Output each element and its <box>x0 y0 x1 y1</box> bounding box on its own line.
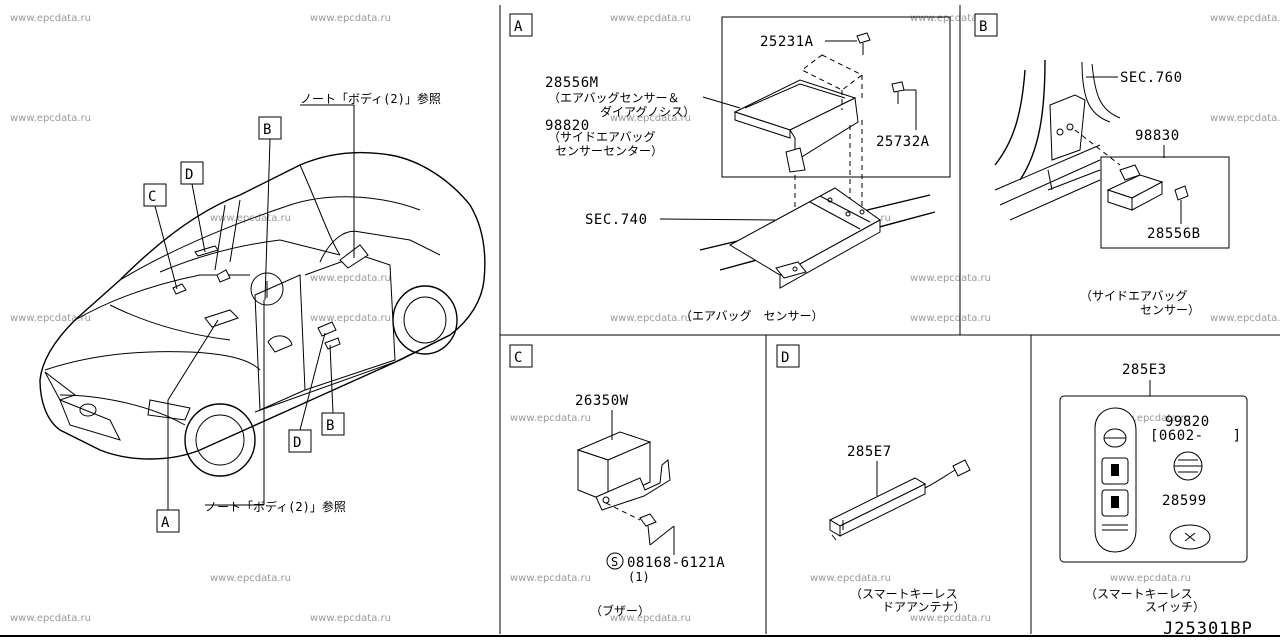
part-08168-6121a-qty: (1) <box>628 570 650 584</box>
callout-b-top: B <box>263 122 271 138</box>
watermark: www.epcdata.ru <box>1210 13 1280 24</box>
section-d-letter: D <box>781 350 789 366</box>
watermark: www.epcdata.ru <box>610 313 691 324</box>
watermark: www.epcdata.ru <box>610 113 691 124</box>
watermark: www.epcdata.ru <box>10 613 91 624</box>
part-285e3: 285E3 <box>1122 362 1167 378</box>
callout-a: A <box>161 515 170 531</box>
part-25732a: 25732A <box>876 134 930 150</box>
section-c: C 26350W S 08168-6121A (1) （ブザー） <box>509 344 725 618</box>
part-25231a: 25231A <box>760 34 814 50</box>
bolt-symbol-s: S <box>611 555 618 569</box>
watermark: www.epcdata.ru <box>510 573 591 584</box>
part-sec740: SEC.740 <box>585 212 648 228</box>
callout-d-bottom: D <box>293 435 301 451</box>
watermark: www.epcdata.ru <box>910 613 991 624</box>
watermark: www.epcdata.ru <box>1110 413 1191 424</box>
panel-dividers <box>0 5 1280 637</box>
watermark: www.epcdata.ru <box>610 613 691 624</box>
watermark: www.epcdata.ru <box>910 273 991 284</box>
watermark: www.epcdata.ru <box>10 113 91 124</box>
section-a-letter: A <box>514 19 523 35</box>
part-98820-desc1: （サイドエアバッグ <box>548 130 656 144</box>
watermark: www.epcdata.ru <box>10 313 91 324</box>
watermark: www.epcdata.ru <box>910 313 991 324</box>
watermark: www.epcdata.ru <box>310 273 391 284</box>
callout-d-top: D <box>185 167 193 183</box>
part-98820-desc2: センサーセンター） <box>555 144 663 158</box>
watermark: www.epcdata.ru <box>210 573 291 584</box>
part-28599: 28599 <box>1162 493 1207 509</box>
section-e: 285E3 99820 [0602- ] 28599 （スマートキーレス スイッ… <box>1059 362 1248 614</box>
ref-note-bottom: ノート「ボディ(2)」参照 <box>205 499 346 514</box>
ref-note-top: ノート「ボディ(2)」参照 <box>300 91 441 106</box>
part-28556m-desc2: ダイアグノシス） <box>600 104 695 119</box>
part-28556m-desc1: （エアバッグセンサー＆ <box>548 91 680 105</box>
watermark: www.epcdata.ru <box>10 13 91 24</box>
section-b: B SEC.760 98830 28556B （サイドエアバッグ センサー） <box>974 13 1230 317</box>
section-a: A 25231A 28556M <box>509 13 951 323</box>
watermark: www.epcdata.ru <box>1210 313 1280 324</box>
section-c-caption: （ブザー） <box>590 603 650 618</box>
section-a-caption: （エアバッグ センサー） <box>680 309 824 323</box>
section-d-caption-2: ドアアンテナ） <box>882 600 966 614</box>
watermark: www.epcdata.ru <box>1210 113 1280 124</box>
part-08168-6121a: 08168-6121A <box>627 555 725 571</box>
main-callouts: ノート「ボディ(2)」参照 B D C A B D ノート「ボディ(2)」参照 <box>143 91 441 533</box>
watermark: www.epcdata.ru <box>310 613 391 624</box>
section-d: D 285E7 （スマートキーレス ドアアンテナ） <box>776 344 971 614</box>
watermark: www.epcdata.ru <box>1110 573 1191 584</box>
part-99820: 99820 <box>1165 414 1210 430</box>
callout-c: C <box>148 189 156 205</box>
section-b-caption-1: （サイドエアバッグ <box>1080 289 1188 303</box>
part-sec760: SEC.760 <box>1120 70 1183 86</box>
part-28556m: 28556M <box>545 75 599 91</box>
section-e-caption-1: （スマートキーレス <box>1085 587 1193 601</box>
section-d-caption-1: （スマートキーレス <box>850 587 958 601</box>
watermark: www.epcdata.ru <box>610 13 691 24</box>
section-e-caption-2: スイッチ） <box>1145 600 1205 614</box>
watermark: www.epcdata.ru <box>810 573 891 584</box>
part-28556b: 28556B <box>1147 226 1201 242</box>
section-b-letter: B <box>979 19 987 35</box>
part-98830: 98830 <box>1135 128 1180 144</box>
watermark: www.epcdata.ru <box>310 313 391 324</box>
part-99820-date: [0602- ] <box>1150 428 1242 444</box>
watermark: www.epcdata.ru <box>310 13 391 24</box>
callout-b-bottom: B <box>326 418 334 434</box>
car-overview <box>39 151 486 477</box>
section-b-caption-2: センサー） <box>1140 303 1200 317</box>
watermark: www.epcdata.ru <box>510 413 591 424</box>
part-26350w: 26350W <box>575 393 629 409</box>
part-98820: 98820 <box>545 118 590 134</box>
section-c-letter: C <box>514 350 522 366</box>
diagram-code: J25301BP <box>1163 619 1253 639</box>
part-285e7: 285E7 <box>847 444 892 460</box>
